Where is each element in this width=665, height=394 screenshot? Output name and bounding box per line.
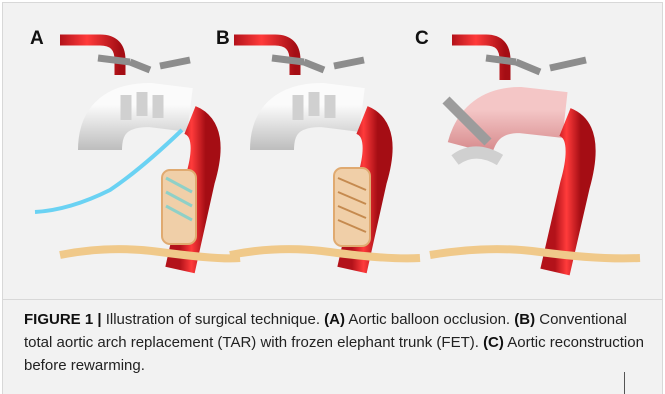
panel-b-illustration: [230, 18, 420, 270]
figure-caption: FIGURE 1 | Illustration of surgical tech…: [24, 308, 644, 377]
panel-label-c: C: [415, 28, 429, 50]
caption-intro: Illustration of surgical technique.: [102, 311, 325, 328]
panel-label-a: A: [30, 28, 44, 50]
surgical-illustration: [0, 0, 665, 300]
caption-text-a: Aortic balloon occlusion.: [345, 311, 514, 328]
panel-label-b: B: [216, 28, 230, 50]
caption-divider: [624, 372, 625, 394]
panel-a-illustration: [35, 18, 240, 270]
caption-tag-b: (B): [514, 311, 535, 328]
caption-tag-c: (C): [483, 334, 504, 351]
caption-tag-a: (A): [324, 311, 345, 328]
panel-c-illustration: [430, 18, 640, 272]
caption-label: FIGURE 1 |: [24, 311, 102, 328]
